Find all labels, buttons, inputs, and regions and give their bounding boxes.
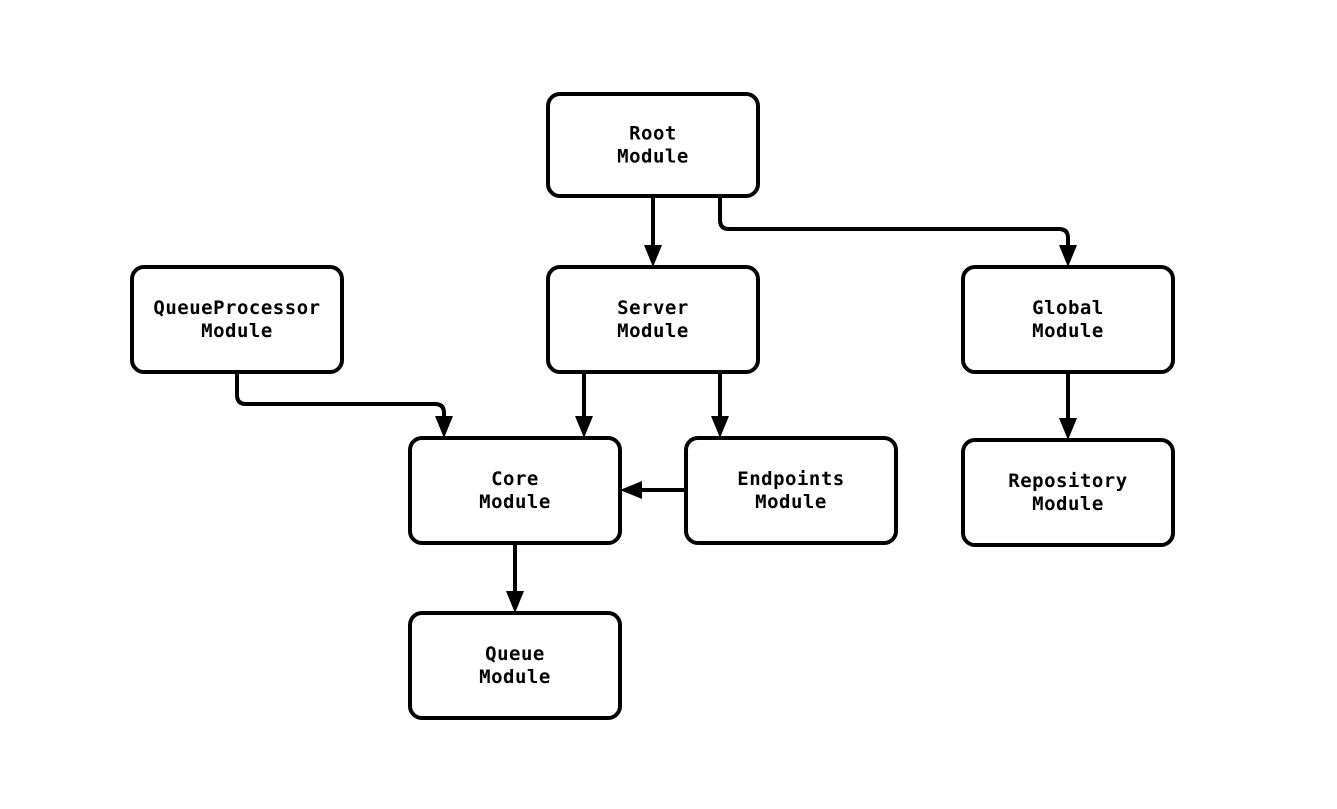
node-box[interactable] <box>546 265 760 374</box>
edge-endpoints-to-core <box>620 481 686 499</box>
node-label-line2: Module <box>479 666 551 688</box>
node-label-line2: Module <box>617 146 689 168</box>
node-label-line1: Global <box>1032 297 1104 319</box>
node-box[interactable] <box>408 436 622 545</box>
node-label-line2: Module <box>201 320 273 342</box>
edge-root-to-global <box>718 196 1077 267</box>
node-label-line2: Module <box>1032 320 1104 342</box>
arrowhead-icon <box>506 591 524 613</box>
node-label-line1: Core <box>491 468 539 490</box>
edge-line <box>235 372 446 423</box>
node-label-line2: Module <box>617 320 689 342</box>
arrowhead-icon <box>575 416 593 438</box>
edge-root-to-server <box>644 196 662 267</box>
node-label-line2: Module <box>755 491 827 513</box>
node-label-line2: Module <box>1032 493 1104 515</box>
node-box[interactable] <box>961 438 1175 547</box>
arrowhead-icon <box>435 416 453 438</box>
edge-global-to-repository <box>1059 372 1077 440</box>
node-box[interactable] <box>130 265 344 374</box>
arrowhead-icon <box>620 481 642 499</box>
node-label-line1: Repository <box>1008 470 1127 492</box>
node-label-line1: QueueProcessor <box>153 297 320 319</box>
node-box[interactable] <box>546 92 760 198</box>
edge-line <box>718 196 1070 252</box>
node-label-line2: Module <box>479 491 551 513</box>
node-label-line1: Queue <box>485 643 545 665</box>
edge-core-to-queue <box>506 543 524 613</box>
node-label-line1: Server <box>617 297 689 319</box>
arrowhead-icon <box>711 416 729 438</box>
arrowhead-icon <box>1059 418 1077 440</box>
node-box[interactable] <box>684 436 898 545</box>
arrowhead-icon <box>644 245 662 267</box>
arrowhead-icon <box>1059 245 1077 267</box>
node-box[interactable] <box>961 265 1175 374</box>
node-label-line1: Endpoints <box>737 468 844 490</box>
node-box[interactable] <box>408 611 622 720</box>
edge-server-to-core <box>575 372 593 438</box>
edges-layer <box>235 196 1077 613</box>
edge-queueprocessor-to-core <box>235 372 453 438</box>
nodes-layer: RootModuleQueueProcessorModuleServerModu… <box>130 92 1175 720</box>
edge-server-to-endpoints <box>711 372 729 438</box>
node-label-line1: Root <box>629 123 677 145</box>
